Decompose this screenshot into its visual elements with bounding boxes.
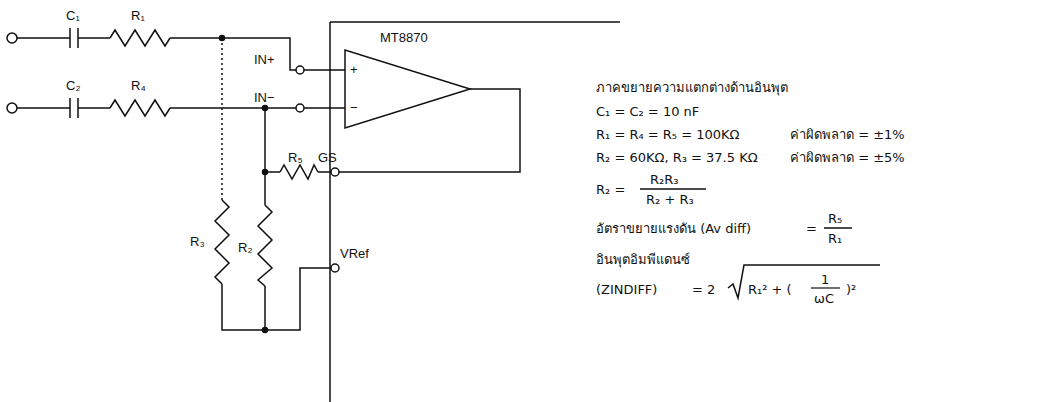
note-text: ωC: [814, 291, 834, 306]
pin: [296, 66, 304, 74]
wire: [304, 70, 345, 108]
note-text: ภาคขยายความแตกต่างด้านอินพุต: [596, 80, 788, 95]
wire: [221, 38, 223, 200]
note-text: = 2: [692, 282, 715, 297]
input-sign: +: [350, 62, 358, 77]
component-label: R₂: [238, 240, 252, 255]
feedback-wire: [339, 89, 520, 172]
resistor-symbol: [110, 100, 170, 116]
note-text: =: [806, 221, 817, 236]
pin: [331, 168, 339, 176]
fraction-bar: [811, 287, 840, 288]
note-text: อินพุตอิมพีแดนซ์: [596, 252, 690, 267]
note-text: R₁² + (: [748, 282, 792, 297]
pin-name: IN+: [254, 52, 275, 67]
pin-name: VRef: [340, 246, 369, 261]
capacitor-symbol: [17, 28, 110, 48]
component-label: C₁: [66, 8, 80, 23]
sqrt-sign: [728, 265, 880, 298]
note-text: R₅: [828, 211, 842, 226]
input-sign: −: [350, 100, 358, 115]
chip-outline: [330, 22, 620, 402]
note-text: ค่าผิดพลาด = ±5%: [790, 150, 905, 165]
chip-name: MT8870: [380, 30, 428, 45]
input-terminal: [7, 33, 17, 43]
note-text: R₂ + R₃: [646, 192, 694, 207]
component-label: C₂: [66, 78, 80, 93]
note-text: R₂ =: [596, 182, 625, 197]
note-text: R₁ = R₄ = R₅ = 100KΩ: [596, 127, 739, 142]
note-text: C₁ = C₂ = 10 nF: [596, 104, 699, 119]
component-label: R₃: [190, 234, 205, 249]
fraction-bar: [640, 188, 706, 190]
wire: [170, 107, 296, 109]
component-label: R₄: [131, 78, 146, 93]
opamp-symbol: [345, 50, 470, 128]
note-text: ค่าผิดพลาด = ±1%: [790, 127, 905, 142]
capacitor-symbol: [17, 98, 110, 118]
note-text: (ZINDIFF): [596, 282, 657, 297]
note-text: อัตราขยายแรงดัน (Av diff): [596, 221, 751, 236]
pin: [331, 264, 339, 272]
pin: [296, 104, 304, 112]
resistor-symbol: [258, 205, 272, 286]
wire: [264, 172, 266, 205]
wire: [265, 108, 280, 172]
resistor-symbol: [215, 200, 229, 284]
resistor-symbol: [110, 30, 170, 46]
pin-name: GS: [318, 150, 337, 165]
note-text: R₂R₃: [650, 172, 679, 187]
junction-dot: [263, 328, 268, 333]
component-label: R₁: [131, 8, 145, 23]
note-text: R₁: [828, 231, 842, 246]
wire: [318, 171, 331, 173]
wire: [222, 268, 331, 330]
pin-name: IN−: [254, 90, 275, 105]
component-label: R₅: [288, 150, 303, 165]
wire: [170, 38, 296, 70]
resistor-symbol: [280, 165, 318, 179]
input-terminal: [7, 103, 17, 113]
fraction-bar: [824, 227, 852, 229]
wire: [264, 286, 266, 330]
note-text: )²: [846, 282, 856, 297]
note-text: 1: [821, 272, 829, 287]
note-text: R₂ = 60KΩ, R₃ = 37.5 KΩ: [596, 150, 758, 165]
